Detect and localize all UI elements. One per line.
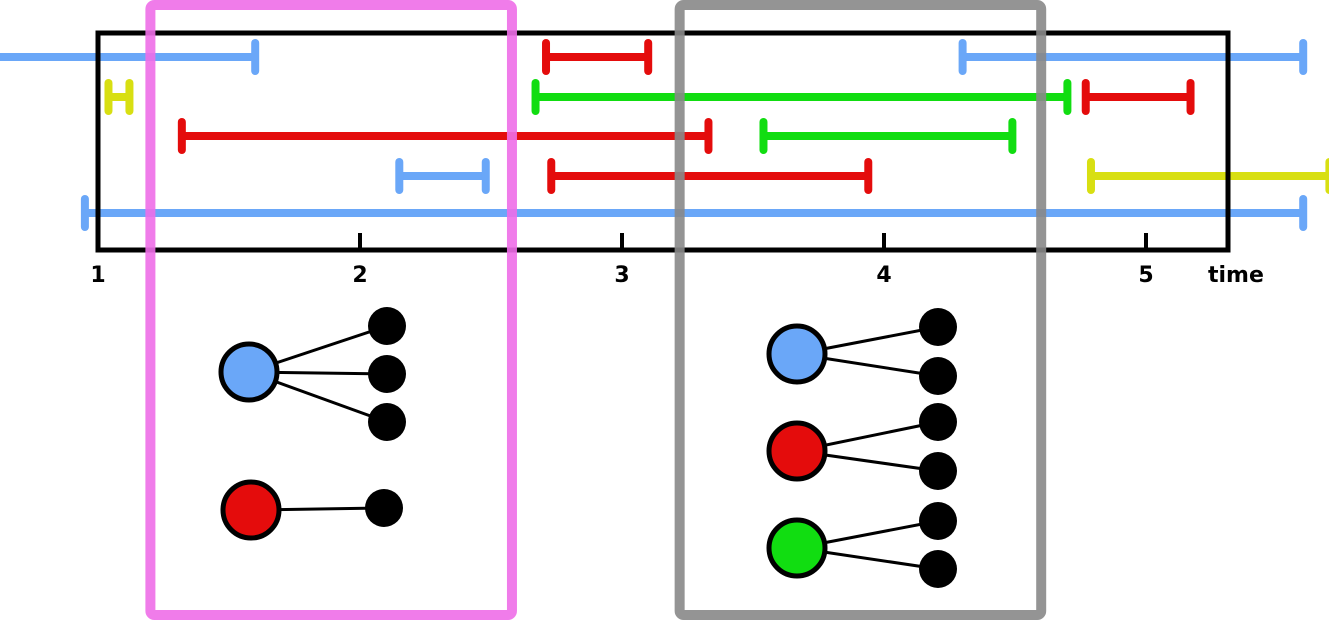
timeline-frame (95, 30, 1231, 253)
axis-tick-label-2: 2 (352, 263, 367, 288)
hub-node-red (220, 479, 282, 541)
hub-node-red (766, 420, 828, 482)
bipartite-graphs (218, 307, 957, 588)
window-gray (674, 0, 1047, 620)
interval-bar-blue (958, 39, 1308, 75)
interval-bar-blue (395, 158, 490, 194)
interval-bar-red (547, 158, 873, 194)
axis-title: time (1208, 263, 1264, 288)
interval-bar-blue (0, 39, 260, 75)
axis-ticks: 1 2 3 4 5 (90, 233, 1154, 288)
axis-tick-label-3: 3 (614, 263, 629, 288)
interval-bar-green (531, 79, 1072, 115)
bipartite-graph-window-gray (766, 308, 957, 588)
interval-bar-yellow (104, 79, 134, 115)
leaf-node (919, 403, 957, 441)
leaf-node (919, 357, 957, 395)
hub-node-green (766, 517, 828, 579)
axis-tick-label-5: 5 (1138, 263, 1153, 288)
interval-bar-red (542, 39, 653, 75)
interval-bar-red (177, 118, 713, 154)
leaf-node (919, 452, 957, 490)
bipartite-graph-window-pink (218, 307, 406, 541)
leaf-node (919, 308, 957, 346)
leaf-node (368, 403, 406, 441)
interval-bar-green (759, 118, 1017, 154)
interval-bar-red (1081, 79, 1195, 115)
hub-node-blue (218, 341, 280, 403)
leaf-node (919, 502, 957, 540)
window-pink (145, 0, 517, 620)
interval-bars (0, 39, 1329, 231)
leaf-node (919, 550, 957, 588)
interval-bar-yellow (1086, 158, 1329, 194)
leaf-node (365, 489, 403, 527)
axis-tick-label-4: 4 (876, 263, 891, 288)
time-windows (145, 0, 1047, 620)
hub-node-blue (766, 323, 828, 385)
interval-bar-blue (80, 195, 1308, 231)
leaf-node (368, 307, 406, 345)
leaf-node (368, 355, 406, 393)
axis-tick-label-1: 1 (90, 263, 105, 288)
